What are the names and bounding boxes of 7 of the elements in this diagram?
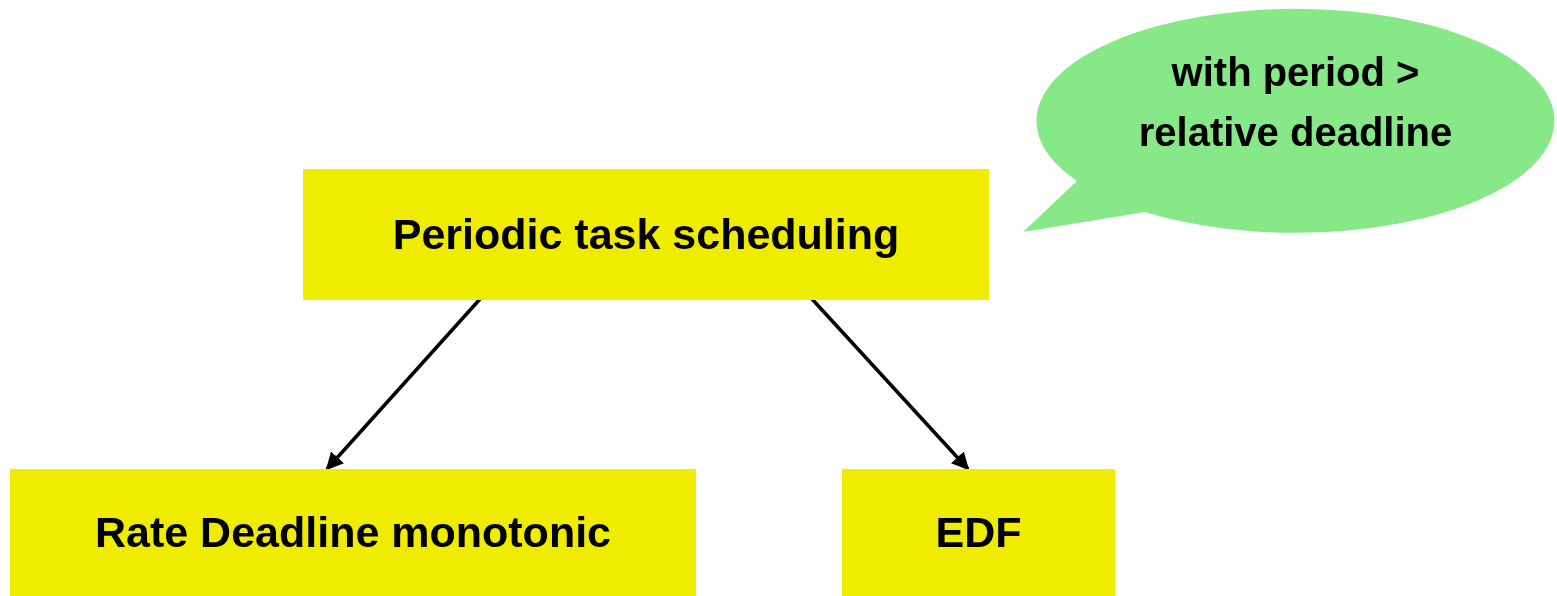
process-box <box>842 469 1115 596</box>
process-box <box>10 469 696 596</box>
box-label: Rate Deadline monotonic <box>94 507 612 559</box>
callout-text: with period > relative deadline <box>1137 49 1454 156</box>
box-label: EDF <box>935 507 1022 559</box>
box-label: Periodic task scheduling <box>392 209 900 261</box>
process-box <box>303 169 989 300</box>
